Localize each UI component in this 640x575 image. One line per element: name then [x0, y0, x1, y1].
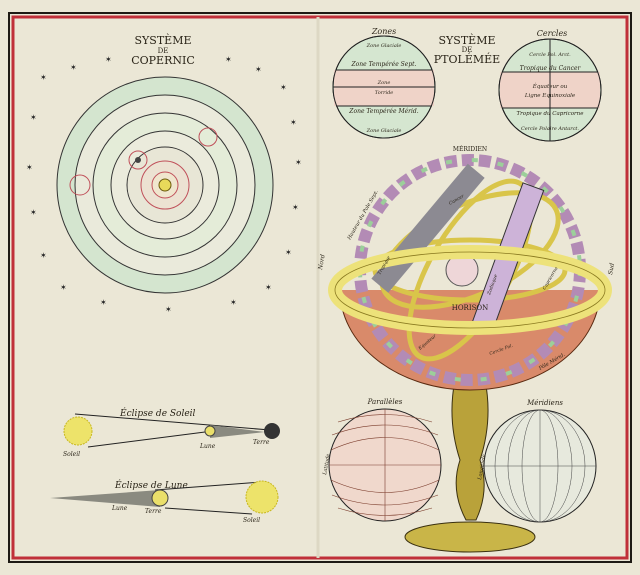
zone-glaciale-n: Zone Glaciale [366, 43, 402, 49]
svg-text:✶: ✶ [26, 163, 33, 172]
meridien-label: MÉRIDIEN [453, 145, 487, 153]
cercle-polaire-arct: Cercle Pol. Arct. [529, 52, 571, 58]
ptolemee-title-2: DE [462, 46, 473, 54]
stars: ✶ ✶ ✶ ✶ ✶ ✶ ✶ ✶ ✶ ✶ ✶ ✶ ✶ ✶ ✶ ✶ ✶ ✶ ✶ [26, 55, 302, 314]
zone-glaciale-s: Zone Glaciale [366, 128, 402, 134]
eclipse-soleil-diagram: Éclipse de Soleil Soleil Lune Terre [63, 407, 280, 458]
horison-label: HORISON [452, 304, 489, 312]
equateur-2: Ligne Equinoxiale [524, 93, 576, 99]
sun-icon [63, 416, 93, 446]
latitude-label: Latitude [322, 453, 332, 476]
longitude-label: Longitude [477, 454, 488, 481]
copernic-title-3: COPERNIC [131, 54, 195, 67]
tropique-cancer: Tropique du Cancer [520, 65, 582, 72]
saturn-moons [69, 174, 91, 196]
meridiens-title: Méridiens [526, 399, 563, 407]
zone-temperee-merid: Zone Tempérée Mérid. [348, 108, 418, 115]
copernic-title-1: SYSTÈME [135, 33, 192, 47]
armillary-sphere: MÉRIDIEN HORISON Nord Sud Hauteur du Pol… [317, 145, 616, 553]
cercle-polaire-antarct: Cercle Polaire Antarct. [521, 126, 579, 132]
earth-icon [264, 423, 280, 439]
stand [451, 379, 489, 521]
terre-label: Terre [145, 508, 162, 515]
svg-text:✶: ✶ [40, 73, 47, 82]
svg-text:✶: ✶ [165, 305, 172, 314]
svg-text:✶: ✶ [30, 208, 37, 217]
svg-text:✶: ✶ [70, 63, 77, 72]
svg-text:✶: ✶ [285, 248, 292, 257]
horizon-ring-edge [334, 251, 606, 329]
svg-text:✶: ✶ [60, 283, 67, 292]
svg-text:✶: ✶ [40, 251, 47, 260]
zones-heading: Zones [371, 27, 396, 36]
red-border [11, 15, 629, 560]
svg-text:✶: ✶ [225, 55, 232, 64]
eclipse-soleil-title: Éclipse de Soleil [119, 407, 196, 419]
outer-border [8, 12, 632, 563]
zone-temperee-sept: Zone Tempérée Sept. [351, 61, 417, 68]
tropique-capricorne: Tropique du Capricorne [517, 111, 585, 117]
earth-icon [151, 489, 169, 507]
meridiens-sphere: Méridiens Longitude [477, 399, 597, 523]
sud-label: Sud [607, 262, 616, 275]
moon-icon [204, 425, 216, 437]
ptolemee-title-3: PTOLÉMÉE [434, 52, 500, 66]
ptolemee-title-1: SYSTÈME [439, 33, 496, 47]
svg-text:✶: ✶ [100, 298, 107, 307]
svg-text:✶: ✶ [292, 203, 299, 212]
earth-icon [135, 157, 141, 163]
svg-text:✶: ✶ [280, 83, 287, 92]
copernic-system: SYSTÈME DE COPERNIC ✶✶✶✶✶✶ ✶✶✶✶✶✶ ✶✶✶✶✶✶… [26, 33, 302, 314]
zone-torride-2: Torride [375, 90, 394, 96]
svg-text:✶: ✶ [230, 298, 237, 307]
parallels-title: Parallèles [367, 398, 403, 406]
nord-label: Nord [317, 254, 327, 272]
zones-sphere: Zones Zone Glaciale Zone Tempérée Sept. … [332, 27, 436, 139]
svg-text:✶: ✶ [290, 118, 297, 127]
parallels-sphere: Parallèles Latitude [322, 398, 442, 522]
cercles-sphere: Cercles Cercle Pol. Arct. Tropique du Ca… [498, 29, 602, 142]
cercles-heading: Cercles [537, 29, 568, 38]
soleil-label: Soleil [63, 451, 80, 458]
svg-text:✶: ✶ [30, 113, 37, 122]
sun-icon [158, 178, 172, 192]
stand-base [404, 521, 536, 553]
jupiter-moons [198, 127, 218, 147]
svg-text:✶: ✶ [265, 283, 272, 292]
lune-label: Lune [199, 443, 216, 450]
lune-label: Lune [111, 505, 128, 512]
copernic-title-2: DE [158, 47, 169, 55]
svg-text:✶: ✶ [295, 158, 302, 167]
eclipse-lune-title: Éclipse de Lune [114, 479, 188, 491]
svg-text:✶: ✶ [255, 65, 262, 74]
earth-moon-orbit [128, 150, 148, 170]
soleil-label: Soleil [243, 517, 260, 524]
equateur-1: Équateur ou [532, 82, 568, 90]
sun-icon [245, 480, 279, 514]
svg-text:✶: ✶ [105, 55, 112, 64]
ptolemee-system: SYSTÈME DE PTOLÉMÉE Zones Zone Glaciale … [332, 27, 602, 142]
eclipse-lune-diagram: Éclipse de Lune Lune Terre Soleil [50, 479, 279, 524]
zone-torride-1: Zone [377, 80, 391, 86]
terre-label: Terre [253, 439, 270, 446]
